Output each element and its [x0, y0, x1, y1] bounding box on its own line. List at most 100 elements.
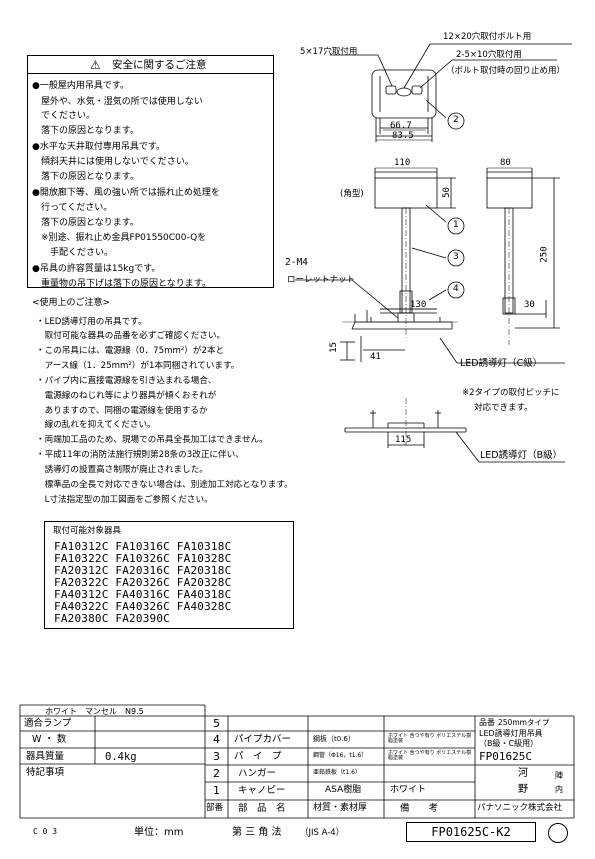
checker: 野: [518, 784, 528, 795]
usage-line: ・平成11年の消防法施行規則第28条の3改正に伴い、: [36, 450, 244, 460]
safety-line: でください。: [32, 111, 96, 121]
safety-line: 屋外や、水気・湿気の所では使用しない: [32, 97, 203, 107]
dim-30: 30: [524, 300, 535, 310]
safety-notice-title: 安全に関するご注意: [112, 59, 207, 71]
footer-code: C 0 3: [33, 827, 58, 836]
callout-4: 4: [453, 284, 459, 294]
usage-notes-title: <使用上のご注意>: [32, 298, 111, 308]
top-view: [330, 43, 572, 142]
label-led-c: LED誘導灯（C級）: [460, 358, 543, 369]
part-remarks: ホワイト: [390, 785, 427, 795]
dim-41: 41: [370, 352, 381, 362]
dim-250: 250: [539, 246, 550, 263]
front-view: [374, 168, 465, 340]
safety-line: ●開放廊下等、風の強い所では振れ止め処理を: [32, 188, 220, 198]
product-no: FP01625C: [479, 750, 532, 763]
part-remarks: ホワイト 含つや有り ポリエステル樹脂塗装: [388, 733, 472, 745]
dim-115: 115: [395, 435, 412, 445]
safety-line: 落下の原因となります。: [32, 218, 139, 228]
w-count-label: W ・ 数: [32, 734, 67, 745]
safety-line: 手配ください。: [32, 248, 114, 258]
models-row: FA10322C FA10326C FA10328C: [54, 552, 232, 565]
usage-line: ・この吊具には、電源線（0．75mm²）が2本と: [36, 346, 225, 356]
parts-header-no: 部番: [206, 803, 224, 813]
safety-line: ●水平な天井取付専用吊具です。: [32, 142, 165, 152]
product-no-label: 品番: [479, 718, 495, 727]
usage-line: アース線（1．25mm²）が1本同梱されています。: [36, 361, 240, 371]
models-row: FA40312C FA40316C FA40318C: [54, 588, 232, 601]
parts-header-remarks: 備 考: [400, 803, 439, 814]
usage-line: 取付可能な器具の品番を必ずご確認ください。: [36, 331, 226, 341]
label-pitch-note-1: ※2タイプの取付ピッチに: [462, 388, 560, 398]
callout-3: 3: [453, 252, 459, 262]
label-kakugata: (角型): [340, 189, 364, 199]
usage-line: ・パイプ内に直接電源線を引き込まれる場合、: [36, 376, 217, 386]
notes-label: 特記事項: [26, 767, 65, 778]
dim-130: 130: [410, 300, 427, 310]
parts-header-material: 材質・素材厚: [313, 803, 368, 813]
models-row: FA20312C FA20316C FA20318C: [54, 564, 232, 577]
usage-line: 誘導灯の設置高さ制限が廃止されました。: [36, 465, 208, 475]
label-pitch-note-2: 対応できます。: [474, 403, 533, 413]
safety-line: 落下の原因となります。: [32, 172, 139, 182]
usage-line: 電源線のねじれ等により器具が傾くおそれが: [36, 391, 217, 401]
checker: 河: [518, 768, 528, 779]
label-bolt-12x20: 12×20穴取付ボルト用: [443, 32, 532, 42]
fixture-c: [295, 279, 565, 364]
part-name: パ イ プ: [234, 751, 282, 762]
safety-line: ●一般屋内用吊具です。: [32, 81, 129, 91]
part-material: 鋼管（Φ16，t1.6）: [313, 752, 368, 759]
usage-line: ・LED誘導灯用の吊具です。: [36, 317, 147, 327]
product-type: 250mmタイプ: [498, 718, 550, 727]
part-no: 1: [213, 784, 220, 797]
checker: 内: [555, 785, 563, 794]
models-row: FA10312C FA10316C FA10318C: [54, 540, 232, 553]
safety-notice-header: ⚠ 安全に関するご注意: [28, 56, 273, 74]
part-name: パイプカバー: [234, 734, 292, 745]
safety-line: 落下の原因となります。: [32, 126, 139, 136]
part-name: ハンガー: [238, 768, 277, 779]
part-no: 5: [213, 717, 220, 730]
label-bolt-note: （ボルト取付時の回り止め用）: [446, 66, 566, 76]
dim-83-5: 83.5: [392, 131, 414, 141]
models-row: FA40322C FA40326C FA40328C: [54, 600, 232, 613]
usage-line: 線の乱れを抑えてください。: [36, 420, 156, 430]
usage-line: ・両端加工品のため、現場での吊具全長加工はできません。: [36, 435, 268, 445]
weight-value: 0.4kg: [105, 751, 137, 763]
part-material: ASA樹脂: [325, 785, 362, 795]
footer-paper: （JIS A-4）: [300, 828, 345, 838]
dim-15: 15: [328, 342, 339, 353]
usage-line: ありますので、同梱の電源線を使用するか: [36, 406, 208, 416]
usage-line: L寸法指定型の加工図面をご参照ください。: [36, 495, 213, 505]
safety-notice-box: ⚠ 安全に関するご注意 ●一般屋内用吊具です。 屋外や、水気・湿気の所では使用し…: [27, 55, 274, 289]
safety-line: 重量物の吊下げは落下の原因となります。: [32, 279, 211, 289]
dim-66-7: 66.7: [390, 121, 412, 131]
callout-1: 1: [453, 220, 459, 230]
safety-line: 行ってください。: [32, 203, 113, 213]
label-m4: 2-M4: [285, 257, 308, 268]
part-remarks: ホワイト 含つや有り ポリエステル樹脂塗装: [388, 750, 472, 762]
product-desc-2: （B級・C級用）: [479, 739, 539, 748]
finish-color: ホワイト マンセル N9.5: [45, 707, 144, 716]
fixture-b: [344, 398, 565, 463]
label-hole-2-5x10: 2-5×10穴取付用: [456, 50, 522, 60]
dim-50: 50: [441, 187, 452, 198]
safety-line: ※別途、振れ止め金具FP01550C00-Qを: [32, 233, 207, 243]
title-block-lines: [19, 704, 575, 819]
usage-line: 標準品の全長で対応できない場合は、別途加工対応となります。: [36, 480, 293, 490]
footer-projection: 第 三 角 法: [232, 827, 282, 838]
label-hole-5x17: 5×17穴取付用: [300, 47, 358, 57]
dim-80: 80: [500, 158, 511, 168]
parts-header-name: 部 品 名: [238, 803, 286, 814]
checker: 陣: [555, 771, 563, 780]
company-name: パナソニック株式会社: [477, 803, 563, 813]
weight-label: 器具質量: [26, 751, 65, 762]
drawing-number: FP01625C-K2: [406, 822, 536, 842]
label-led-b: LED誘導灯（B級）: [480, 450, 563, 461]
footer-unit: 単位：mm: [134, 827, 184, 838]
part-material: 鋼板（t0.6）: [313, 735, 355, 743]
safety-line: ●吊具の許容質量は15kgです。: [32, 264, 161, 274]
dimension-lines: [375, 129, 532, 310]
models-row: FA20322C FA20326C FA20328C: [54, 576, 232, 589]
